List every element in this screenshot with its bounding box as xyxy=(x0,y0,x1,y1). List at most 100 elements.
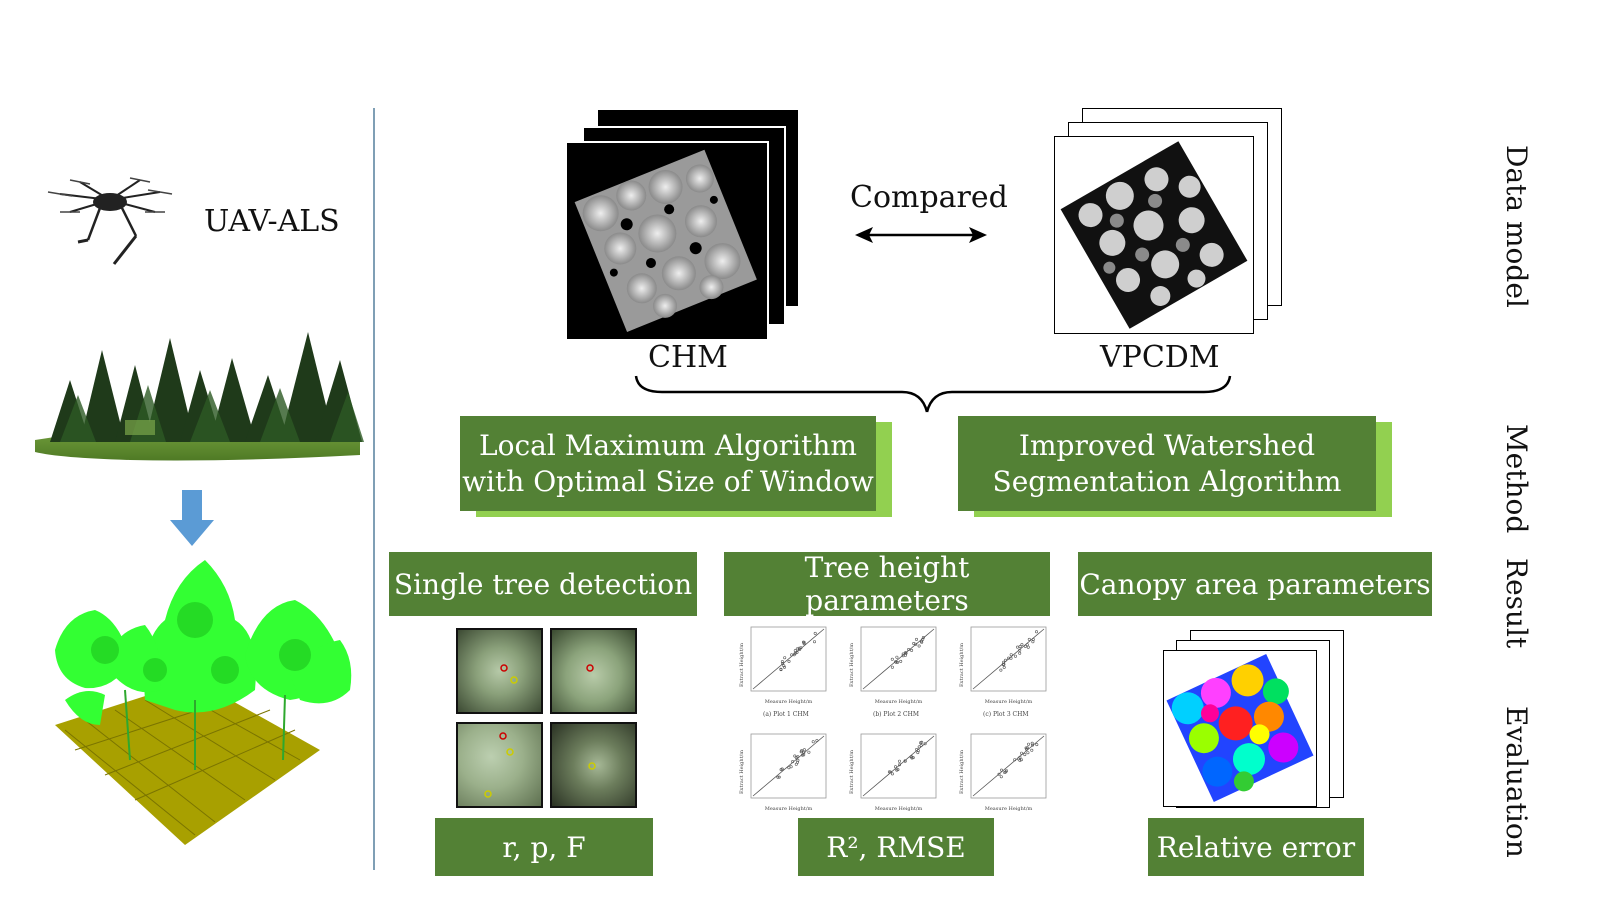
plot-xlabel: Measure Height/m xyxy=(765,806,813,812)
double-arrow-icon xyxy=(855,227,987,243)
plot-point xyxy=(796,755,800,759)
plot-point xyxy=(780,767,784,771)
plot-point xyxy=(1016,757,1020,761)
plot-point xyxy=(781,661,785,665)
plot-point xyxy=(1024,746,1028,750)
point-cloud-image xyxy=(55,560,352,845)
scatter-plot: Measure Height/m Extract Height/m xyxy=(849,733,937,812)
plot-point xyxy=(802,748,806,752)
plot-point xyxy=(903,759,907,763)
plot-point xyxy=(914,642,918,646)
plot-caption: (c) Plot 3 CHM xyxy=(983,711,1029,718)
plot-point xyxy=(811,740,815,744)
plot-point xyxy=(780,660,784,664)
forest-photo xyxy=(35,332,364,461)
plot-xlabel: Measure Height/m xyxy=(875,699,923,705)
plot-point xyxy=(1013,758,1017,762)
stage-evaluation: Evaluation xyxy=(1500,706,1533,858)
plot-point xyxy=(1004,769,1008,773)
plot-point xyxy=(917,745,921,749)
plot-point xyxy=(794,762,798,766)
plot-point xyxy=(903,653,907,657)
plot-point xyxy=(1018,758,1022,762)
chm-label: CHM xyxy=(648,340,728,375)
plot-point xyxy=(904,651,908,655)
plot-point xyxy=(919,744,923,748)
plot-point xyxy=(915,637,919,641)
plot-point xyxy=(893,765,897,769)
plot-point xyxy=(921,637,925,641)
plot-point xyxy=(1020,751,1024,755)
plot-point xyxy=(1023,753,1027,757)
plot-point xyxy=(796,758,800,762)
plot-ylabel: Extract Height/m xyxy=(959,643,965,687)
chm-image xyxy=(574,149,757,332)
plot-point xyxy=(1030,748,1034,752)
plot-point xyxy=(807,750,811,754)
plot-point xyxy=(896,768,900,772)
plot-point xyxy=(890,657,894,661)
plot-point xyxy=(1018,648,1022,652)
plot-point xyxy=(779,668,783,672)
plot-point xyxy=(1025,746,1029,750)
eval-relative-error-box: Relative error xyxy=(1148,818,1364,876)
plot-point xyxy=(801,753,805,757)
plot-point xyxy=(1035,743,1039,747)
method-2-line1: Improved Watershed xyxy=(1018,428,1316,462)
stage-method: Method xyxy=(1500,424,1533,534)
plot-point xyxy=(787,659,791,663)
plot-point xyxy=(1020,643,1024,647)
plot-ylabel: Extract Height/m xyxy=(849,750,855,794)
plot-point xyxy=(1002,665,1006,669)
plot-point xyxy=(999,668,1003,672)
plot-xlabel: Measure Height/m xyxy=(875,806,923,812)
plot-point xyxy=(1023,644,1027,648)
plot-point xyxy=(802,642,806,646)
plot-point xyxy=(999,775,1003,779)
plot-point xyxy=(895,660,899,664)
plot-point xyxy=(815,739,819,743)
plot-point xyxy=(1002,662,1006,666)
detection-thumb-2 xyxy=(550,628,637,714)
plot-point xyxy=(1027,742,1031,746)
plot-point xyxy=(888,770,892,774)
detection-thumb-4 xyxy=(550,722,637,808)
plot-point xyxy=(1019,758,1023,762)
down-arrow-icon xyxy=(170,490,214,546)
vpcdm-label: VPCDM xyxy=(1100,340,1220,375)
plot-point xyxy=(802,640,806,644)
eval-rpf-box: r, p, F xyxy=(435,818,653,876)
plot-point xyxy=(1026,645,1030,649)
plot-point xyxy=(897,763,901,767)
plot-point xyxy=(813,631,817,635)
plot-point xyxy=(1007,656,1011,660)
plot-point xyxy=(776,775,780,779)
stage-result: Result xyxy=(1500,558,1533,649)
plot-point xyxy=(797,646,801,650)
plot-point xyxy=(923,742,927,746)
method-watershed-box: Improved Watershed Segmentation Algorith… xyxy=(958,416,1376,511)
plot-point xyxy=(910,648,914,652)
plot-point xyxy=(1009,653,1013,657)
result-single-tree-box: Single tree detection xyxy=(389,552,697,616)
plot-point xyxy=(1031,743,1035,747)
plot-point xyxy=(999,768,1003,772)
plot-point xyxy=(897,759,901,763)
plot-point xyxy=(901,652,905,656)
plot-ylabel: Extract Height/m xyxy=(739,750,745,794)
plot-xlabel: Measure Height/m xyxy=(765,699,813,705)
plot-point xyxy=(782,665,786,669)
plot-point xyxy=(794,755,798,759)
plot-reference-line xyxy=(752,735,825,797)
plot-point xyxy=(909,755,913,759)
method-local-maximum-box: Local Maximum Algorithm with Optimal Siz… xyxy=(460,416,876,511)
curly-brace xyxy=(634,375,1232,413)
plot-point xyxy=(890,665,894,669)
plot-point xyxy=(895,655,899,659)
plot-point xyxy=(1015,645,1019,649)
plot-point xyxy=(1027,637,1031,641)
plot-point xyxy=(890,772,894,776)
method-1-line1: Local Maximum Algorithm xyxy=(479,428,857,462)
plot-point xyxy=(799,750,803,754)
